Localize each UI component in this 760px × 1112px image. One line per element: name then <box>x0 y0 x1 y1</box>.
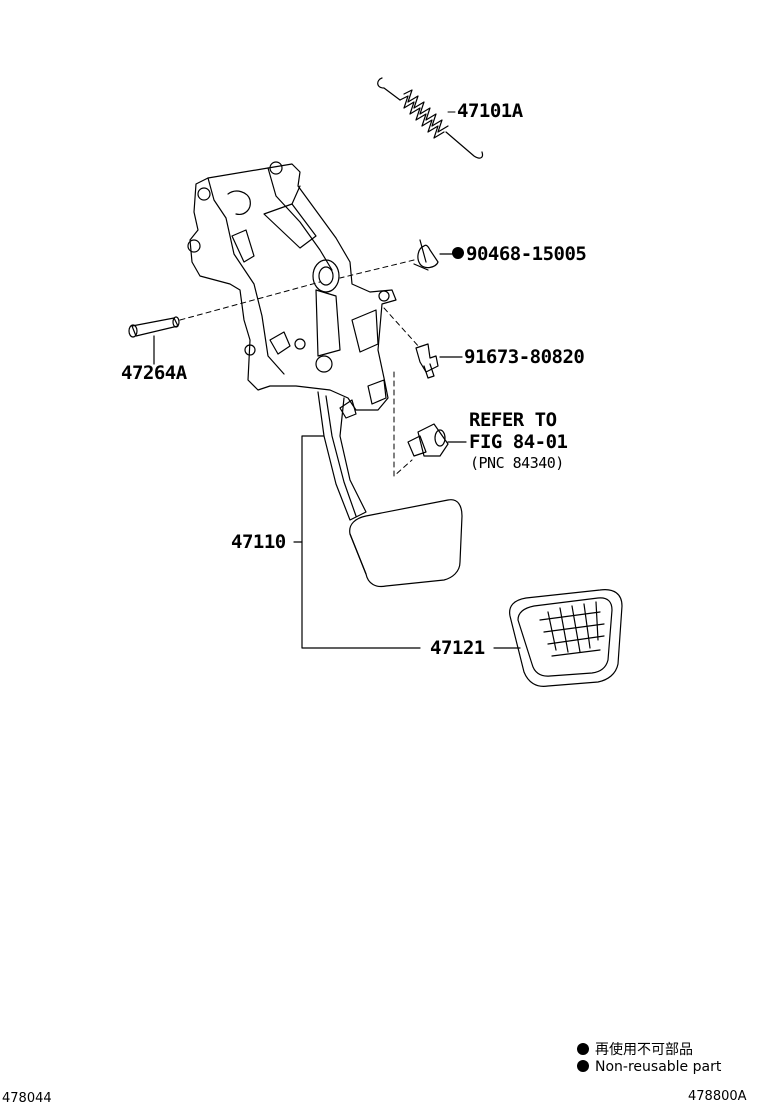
footer-left-code: 478044 <box>2 1091 52 1106</box>
label-clip: 90468-15005 <box>452 243 587 265</box>
return-spring <box>377 77 484 159</box>
legend-en-text: Non-reusable part <box>595 1059 722 1075</box>
legend-jp: 再使用不可部品 <box>577 1039 693 1059</box>
label-pedal-pad: 47121 <box>430 637 485 659</box>
legend-dot-icon <box>577 1043 589 1055</box>
retaining-clip <box>413 239 439 271</box>
legend-dot-icon <box>577 1060 589 1072</box>
label-refer-line1: REFER TO <box>469 409 557 431</box>
label-clip-text: 90468-15005 <box>466 243 587 265</box>
pedal-arm <box>317 391 367 521</box>
footer-right-code: 478800A <box>688 1089 747 1104</box>
pedal-bracket <box>187 161 397 411</box>
label-bolt: 91673-80820 <box>464 346 585 368</box>
label-spring: 47101A <box>457 100 523 122</box>
pedal-pad-mount <box>349 499 463 588</box>
label-pedal-assy: 47110 <box>231 531 286 553</box>
pedal-pad <box>509 589 623 687</box>
non-reusable-dot-icon <box>452 247 464 259</box>
mounting-bolt <box>415 343 439 379</box>
label-refer-line3: (PNC 84340) <box>470 454 564 472</box>
label-refer-line2: FIG 84-01 <box>469 431 568 453</box>
pedal-pivot <box>294 259 341 373</box>
label-pin: 47264A <box>121 362 187 384</box>
stop-lamp-switch <box>407 423 449 457</box>
legend-jp-text: 再使用不可部品 <box>595 1042 693 1058</box>
legend-en: Non-reusable part <box>577 1059 721 1075</box>
clevis-pin <box>128 316 180 338</box>
